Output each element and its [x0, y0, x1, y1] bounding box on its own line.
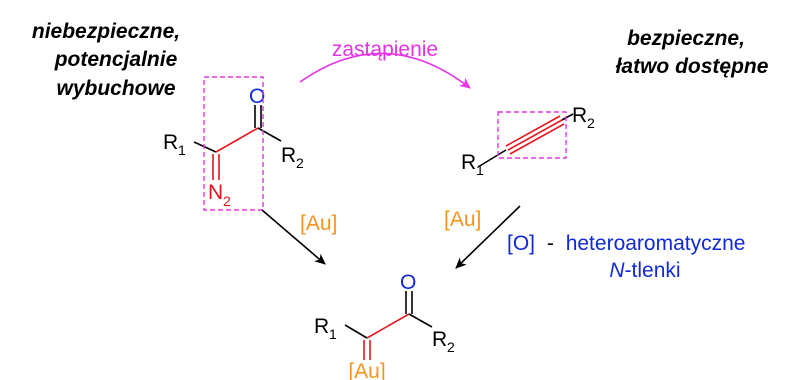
oxidant-n-italic: N	[609, 259, 625, 282]
carbene-metal: [Au]	[348, 360, 385, 380]
oxidant-line2: N-tlenki	[609, 259, 680, 282]
gold-carbene: O R 1 R 2 [Au]	[314, 271, 455, 380]
carbene-r1-sub: 1	[329, 326, 337, 342]
alkyne-triple-c	[509, 123, 565, 155]
right-catalyst-label: [Au]	[444, 208, 481, 231]
alkyne-bond-r2	[561, 113, 574, 121]
alkyne: R 1 R 2	[461, 104, 595, 178]
oxidant-dash: -	[547, 232, 554, 255]
right-reaction-arrow	[455, 205, 521, 269]
diazo-r2-sub: 2	[296, 155, 304, 171]
carbene-bond-r1	[344, 324, 368, 339]
diazo-bond-r2	[257, 127, 282, 142]
diazo-nitrogen-sub: 2	[223, 193, 231, 209]
left-catalyst-label: [Au]	[300, 212, 337, 235]
alkyne-r2-sub: 2	[587, 115, 595, 131]
alkyne-triple-a	[505, 115, 561, 147]
safe-label-line2: łatwo dostępne	[616, 55, 769, 78]
diazo-r1-sub: 1	[178, 142, 186, 158]
left-reaction-arrow	[261, 209, 326, 265]
safe-label: bezpieczne, łatwo dostępne	[616, 27, 769, 78]
alkyne-highlight-box	[497, 111, 567, 159]
oxidant-heteroaromatic: heteroaromatyczne	[566, 232, 746, 255]
diazo-bond-center	[215, 127, 259, 153]
carbene-r2: R	[432, 328, 447, 351]
alkyne-bond-r1	[477, 149, 507, 168]
hazard-label-line2: potencjalnie	[54, 48, 178, 71]
oxidant-prefix: [O]	[507, 232, 535, 255]
alkyne-r1-sub: 1	[476, 162, 484, 178]
hazard-label-line3: wybuchowe	[56, 77, 175, 100]
alkyne-r1: R	[461, 151, 476, 174]
diazo-oxygen: O	[249, 85, 265, 108]
diazo-bond-r1	[193, 141, 217, 153]
diazo-r1: R	[163, 131, 178, 154]
carbene-r2-sub: 2	[447, 339, 455, 355]
oxidant-line1: [O] - heteroaromatyczne	[507, 232, 745, 255]
alkyne-r2: R	[572, 104, 587, 127]
carbene-r1: R	[314, 315, 329, 338]
hazard-label: niebezpieczne, potencjalnie wybuchowe	[32, 20, 180, 100]
carbene-bond-r2	[408, 313, 433, 328]
oxidant-label: [O] - heteroaromatyczne N-tlenki	[507, 232, 745, 282]
diazo-r2: R	[281, 144, 296, 167]
oxidant-tlenki: -tlenki	[625, 259, 681, 282]
safe-label-line1: bezpieczne,	[627, 27, 745, 50]
carbene-oxygen: O	[400, 271, 416, 294]
diazo-nitrogen: N	[208, 181, 223, 204]
diazo-ketone: O R 1 R 2 N 2	[163, 76, 304, 211]
hazard-label-line1: niebezpieczne,	[32, 20, 180, 43]
replacement-arrow	[299, 52, 471, 89]
replacement-label: zastąpienie	[332, 38, 438, 61]
carbene-bond-center	[366, 313, 410, 339]
alkyne-triple-b	[507, 119, 563, 151]
